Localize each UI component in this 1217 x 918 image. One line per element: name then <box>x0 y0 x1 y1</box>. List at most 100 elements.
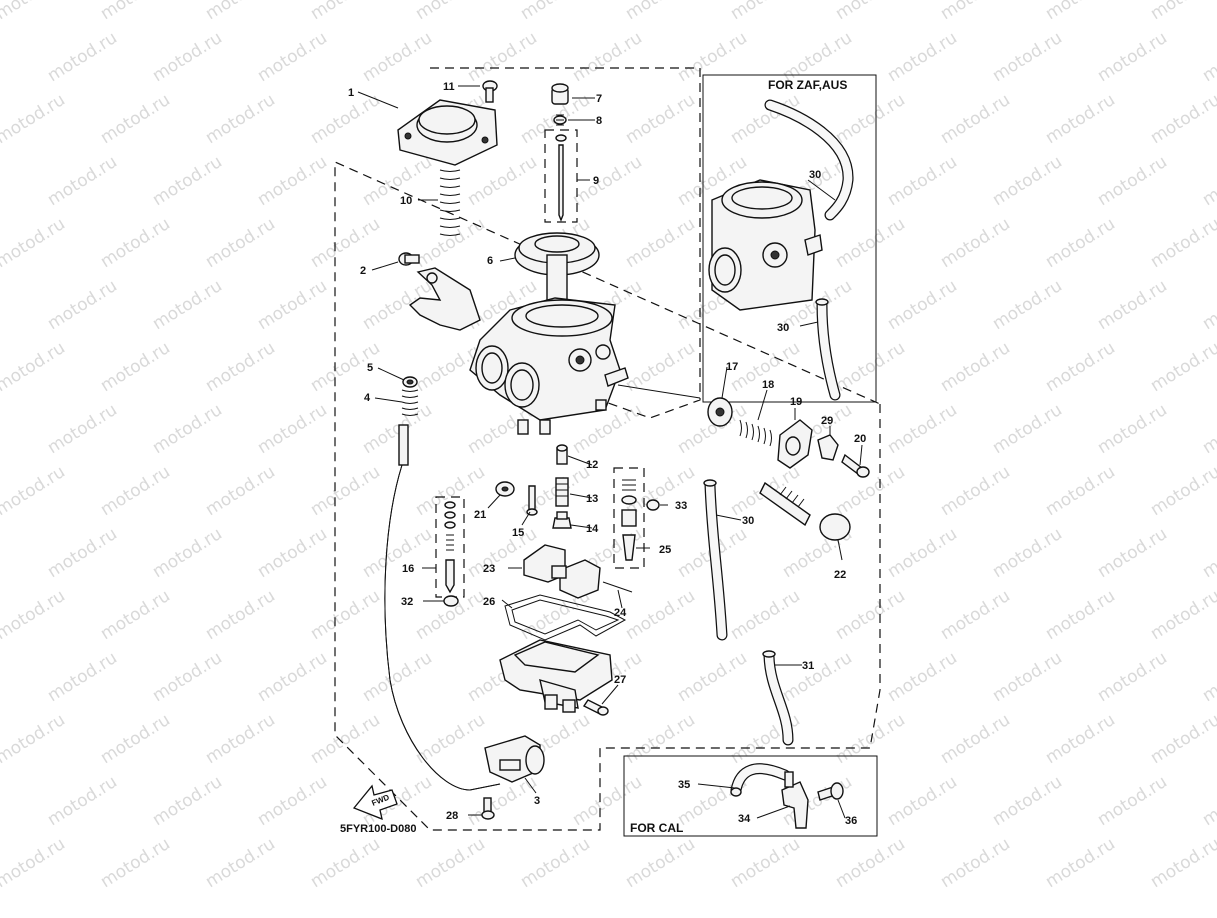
callout-12: 12 <box>586 459 598 471</box>
watermark-text: motod.ru <box>307 834 384 892</box>
watermark-text: motod.ru <box>884 400 961 458</box>
watermark-text: motod.ru <box>832 462 909 520</box>
watermark-text: motod.ru <box>149 648 226 706</box>
needle-9 <box>555 134 567 222</box>
choke-spring-18 <box>739 419 772 447</box>
callout-2: 2 <box>360 265 366 277</box>
callout-1: 1 <box>348 87 354 99</box>
watermark-text: motod.ru <box>44 276 121 334</box>
float-pin-24 <box>602 581 633 593</box>
washer-5 <box>402 376 418 388</box>
watermark-text: motod.ru <box>989 772 1066 830</box>
hose-30-main <box>703 479 728 641</box>
watermark-text: motod.ru <box>884 524 961 582</box>
watermark-text: motod.ru <box>0 462 69 520</box>
throttle-cable <box>384 424 501 791</box>
watermark-text: motod.ru <box>832 834 909 892</box>
callout-30-main: 30 <box>742 515 754 527</box>
watermark-text: motod.ru <box>1147 834 1217 892</box>
bracket-3 <box>484 735 545 783</box>
watermark-text: motod.ru <box>359 524 436 582</box>
watermark-text: motod.ru <box>989 648 1066 706</box>
watermark-text: motod.ru <box>1199 648 1217 706</box>
zaf-hose-30-upper <box>764 99 854 221</box>
callout-29: 29 <box>821 415 833 427</box>
watermark-text: motod.ru <box>149 772 226 830</box>
callout-14: 14 <box>586 523 599 535</box>
watermark-text: motod.ru <box>44 524 121 582</box>
needle-valve-25 <box>621 479 637 561</box>
watermark-text: motod.ru <box>254 772 331 830</box>
callout-22: 22 <box>834 569 846 581</box>
watermark-text: motod.ru <box>674 28 751 86</box>
watermark-text: motod.ru <box>1042 462 1119 520</box>
throttle-bracket <box>408 267 481 331</box>
watermark-text: motod.ru <box>1094 772 1171 830</box>
callout-30-zaf-upper: 30 <box>809 169 821 181</box>
watermark-text: motod.ru <box>44 648 121 706</box>
watermark-text: motod.ru <box>1199 276 1217 334</box>
watermark-text: motod.ru <box>1042 834 1119 892</box>
callout-27: 27 <box>614 674 626 686</box>
watermark-text: motod.ru <box>0 834 69 892</box>
watermark-text: motod.ru <box>832 90 909 148</box>
callout-10: 10 <box>400 195 412 207</box>
watermark-text: motod.ru <box>149 400 226 458</box>
watermark-text: motod.ru <box>464 28 541 86</box>
watermark-text: motod.ru <box>1199 28 1217 86</box>
watermark-text: motod.ru <box>937 586 1014 644</box>
watermark-text: motod.ru <box>989 400 1066 458</box>
watermark-text: motod.ru <box>779 648 856 706</box>
watermark-text: motod.ru <box>307 0 384 24</box>
zaf-aus-carb-body <box>708 179 823 311</box>
watermark-text: motod.ru <box>517 0 594 24</box>
watermark-text: motod.ru <box>202 338 279 396</box>
watermark-text: motod.ru <box>884 772 961 830</box>
watermark-text: motod.ru <box>202 586 279 644</box>
watermark-text: motod.ru <box>937 834 1014 892</box>
float-bowl <box>499 639 613 713</box>
watermark-text: motod.ru <box>307 462 384 520</box>
watermark-text: motod.ru <box>1199 400 1217 458</box>
watermark-text: motod.ru <box>464 772 541 830</box>
watermark-text: motod.ru <box>97 0 174 24</box>
drawing-code: 5FYR100-D080 <box>340 823 416 835</box>
watermark-text: motod.ru <box>97 834 174 892</box>
watermark-text: motod.ru <box>937 338 1014 396</box>
watermark-text: motod.ru <box>0 0 69 24</box>
spring-10 <box>439 169 461 236</box>
zaf-hose-30-lower <box>815 298 841 401</box>
washer-21 <box>495 481 515 497</box>
watermark-text: motod.ru <box>727 586 804 644</box>
callout-23: 23 <box>483 563 495 575</box>
watermark-text: motod.ru <box>1042 338 1119 396</box>
watermark-text: motod.ru <box>97 90 174 148</box>
watermark-text: motod.ru <box>0 90 69 148</box>
watermark-text: motod.ru <box>1147 462 1217 520</box>
watermark-text: motod.ru <box>307 586 384 644</box>
watermark-text: motod.ru <box>202 214 279 272</box>
screw-11 <box>482 80 498 103</box>
watermark-text: motod.ru <box>1042 586 1119 644</box>
watermark-text: motod.ru <box>569 152 646 210</box>
screw-20 <box>841 453 870 478</box>
watermark-text: motod.ru <box>149 28 226 86</box>
callout-30-zaf-lower: 30 <box>777 322 789 334</box>
watermark-text: motod.ru <box>674 648 751 706</box>
callout-26: 26 <box>483 596 495 608</box>
plug-7 <box>551 83 569 105</box>
leader-lines <box>357 85 863 819</box>
watermark-text: motod.ru <box>937 462 1014 520</box>
watermark-text: motod.ru <box>307 90 384 148</box>
watermark-text: motod.ru <box>884 152 961 210</box>
watermark-text: motod.ru <box>622 0 699 24</box>
watermark-text: motod.ru <box>97 214 174 272</box>
watermark-text: motod.ru <box>1042 214 1119 272</box>
watermark-text: motod.ru <box>1094 400 1171 458</box>
callout-19: 19 <box>790 396 802 408</box>
watermark-text: motod.ru <box>44 772 121 830</box>
cal-screw-36 <box>817 782 844 801</box>
watermark-text: motod.ru <box>254 152 331 210</box>
zaf-aus-inset-box <box>702 74 877 403</box>
watermark-text: motod.ru <box>989 276 1066 334</box>
